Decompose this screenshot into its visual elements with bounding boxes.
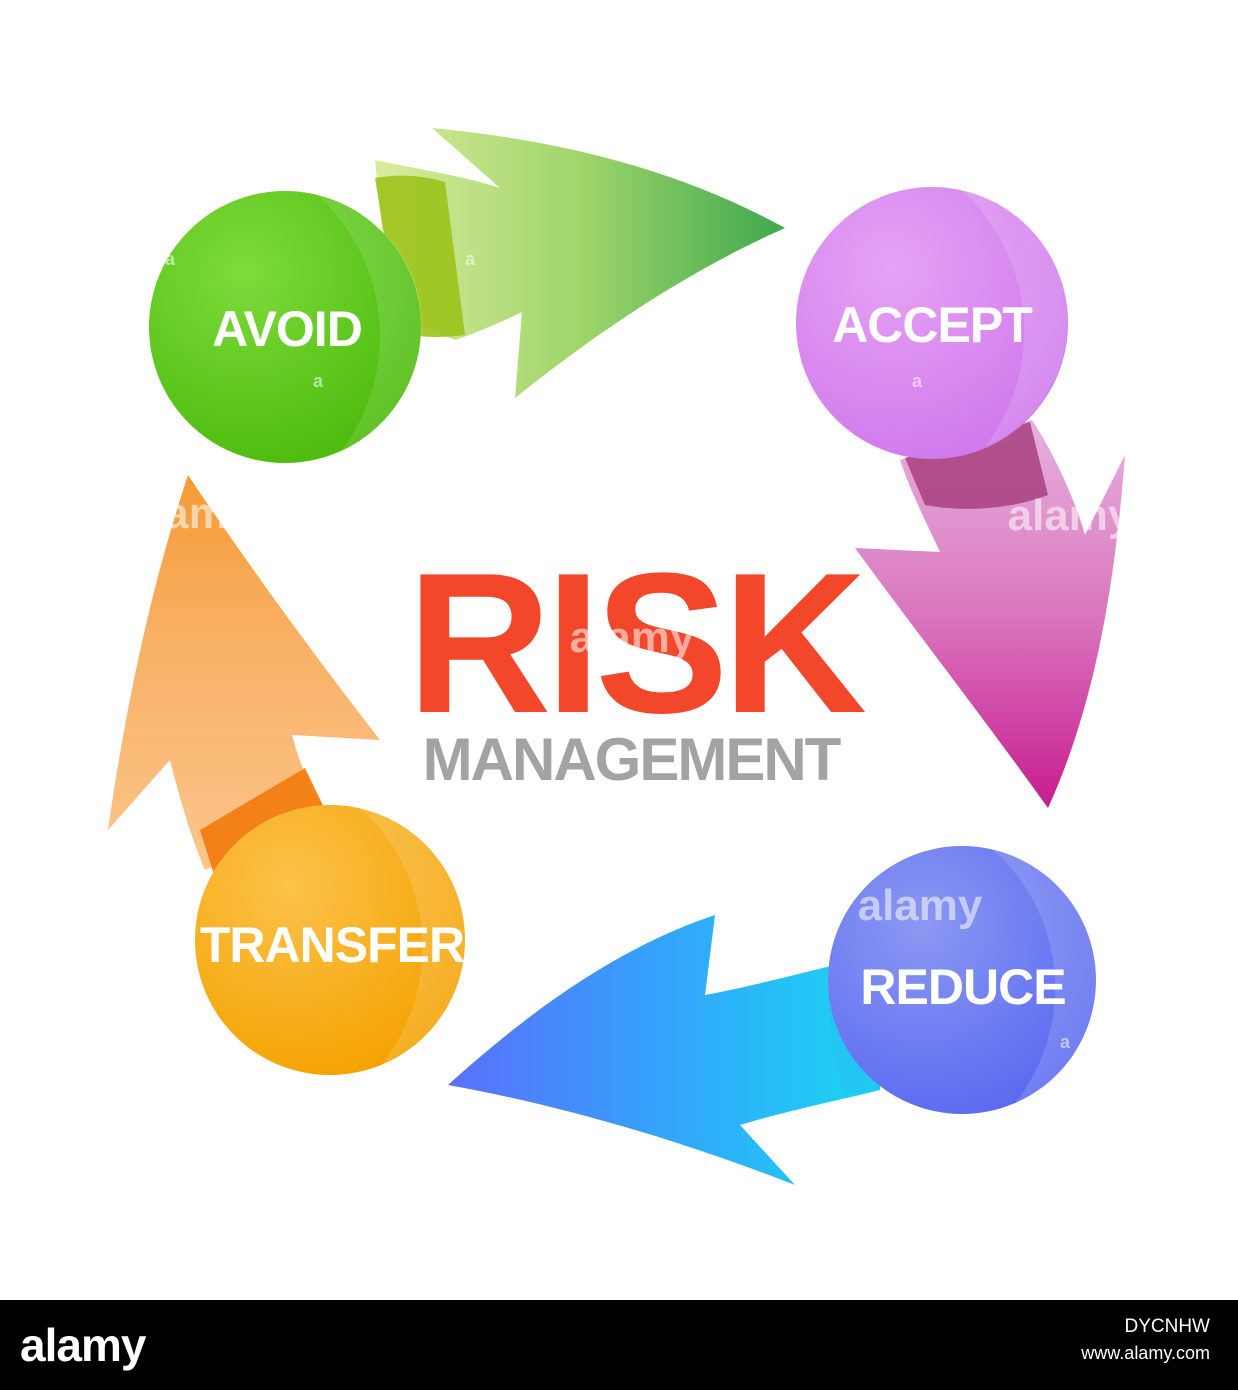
arrow-accept-to-reduce (855, 420, 1125, 808)
arrow-avoid-to-accept (375, 128, 785, 398)
watermark-mark: a (165, 249, 176, 269)
watermark-text: alamy (570, 613, 695, 662)
risk-management-cycle-diagram: AVOID a ACCEPT a alamy REDUCE a TRANSFER… (108, 128, 1133, 1185)
watermark-text: alamy (128, 489, 253, 538)
node-avoid: AVOID a (149, 191, 423, 463)
subtitle-management: MANAGEMENT (423, 726, 841, 793)
arrow-reduce-to-transfer (448, 915, 880, 1185)
node-accept-label: ACCEPT (832, 297, 1032, 353)
node-reduce: alamy REDUCE a (828, 846, 1100, 1114)
watermark-text: alamy (858, 881, 983, 930)
site-url: www.alamy.com (1081, 1343, 1210, 1363)
watermark-mark: a (465, 249, 476, 269)
watermark-mark: a (1060, 1032, 1071, 1052)
title-risk: RISK (407, 532, 865, 755)
stock-footer-bar: alamy DYCNHW www.alamy.com (0, 1300, 1238, 1390)
watermark-mark: a (313, 371, 324, 391)
node-avoid-label: AVOID (212, 301, 362, 357)
image-id: DYCNHW (1124, 1316, 1211, 1337)
node-reduce-label: REDUCE (860, 959, 1065, 1015)
node-transfer: TRANSFER (195, 805, 468, 1075)
image-id-block: DYCNHW www.alamy.com (1081, 1314, 1210, 1366)
alamy-logo: alamy (20, 1319, 146, 1371)
center-title: RISK MANAGEMENT (407, 532, 871, 793)
node-transfer-label: TRANSFER (200, 917, 465, 973)
watermark-mark: a (912, 371, 923, 391)
watermark-text: alamy (1008, 491, 1133, 540)
node-accept: ACCEPT a (796, 187, 1068, 459)
